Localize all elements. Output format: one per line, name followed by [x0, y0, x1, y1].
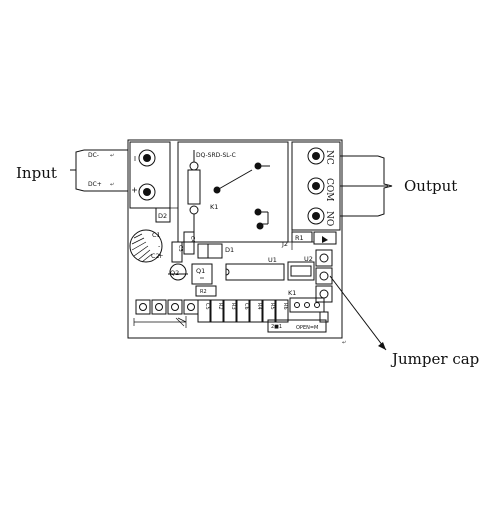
- svg-text:R5: R5: [269, 303, 275, 310]
- svg-text:U1: U1: [268, 256, 277, 264]
- input-terminal-block: [129, 141, 171, 209]
- svg-text:D2: D2: [158, 212, 167, 220]
- svg-text:K1: K1: [288, 289, 296, 297]
- svg-text:C6: C6: [243, 303, 249, 310]
- misc-traces: [170, 207, 314, 250]
- dc-minus-arrow-glyph: ↵: [110, 153, 114, 159]
- jumper-header: [315, 249, 333, 303]
- d2-component: D2: [155, 207, 171, 223]
- svg-text:OPEN=M: OPEN=M: [296, 325, 318, 331]
- relay-model-label: DQ-SRD-SL-C: [196, 152, 236, 159]
- pcb-outline: [127, 139, 343, 339]
- svg-text:C2: C2: [151, 252, 160, 260]
- svg-text:R1: R1: [295, 234, 304, 242]
- pin-com-label: COM: [324, 178, 334, 201]
- r1-component: R1: [291, 231, 313, 243]
- output-label: Output: [404, 177, 457, 195]
- led-component: [313, 231, 337, 245]
- dc-plus-arrow-glyph: ↵: [110, 182, 114, 188]
- svg-text:D1: D1: [225, 246, 234, 254]
- q2-transistor: Q2: [168, 263, 188, 281]
- relay-k1: [177, 141, 289, 243]
- k1-jumper-block: K1 2■1 OPEN=M: [267, 289, 329, 333]
- dc-minus-label: DC-: [88, 152, 99, 159]
- output-brace: [340, 155, 393, 217]
- minus-sign: -: [158, 242, 161, 250]
- jumper-pins-glyph: 2■1: [271, 324, 282, 330]
- input-label: Input: [16, 164, 57, 182]
- jumper-cap-pointer: [329, 275, 387, 351]
- input-brace: [70, 149, 128, 192]
- k1-relay-label: K1: [210, 203, 218, 211]
- j2-label: J2: [281, 240, 288, 248]
- c3-capacitor: C3: [171, 241, 183, 263]
- jumper-cap-label: Jumper cap: [390, 350, 479, 368]
- solder-pads-row: [135, 299, 199, 315]
- pin-nc-label: NC: [324, 150, 334, 165]
- svg-text:R4: R4: [256, 303, 262, 310]
- svg-text:Q1: Q1: [196, 267, 205, 275]
- r2-resistor: R2: [195, 285, 217, 297]
- svg-text:U2: U2: [304, 255, 313, 263]
- c1-capacitor: C1 C2: [129, 229, 163, 263]
- q1-component: Q1: [191, 263, 213, 285]
- svg-text:C5: C5: [204, 303, 210, 310]
- svg-text:Q2: Q2: [170, 269, 179, 277]
- svg-text:R3: R3: [230, 303, 236, 310]
- svg-text:R2: R2: [200, 289, 207, 295]
- d1-diode: D1: [197, 243, 234, 259]
- dc-plus-label: DC+: [88, 181, 102, 188]
- c4-capacitor: C4: [183, 231, 195, 255]
- pcb-corner-glyph: ↵: [342, 340, 346, 346]
- bottom-component-row: C5 R2 R3 C6 R4 R5 R6: [197, 299, 289, 323]
- svg-text:C3: C3: [177, 245, 183, 252]
- output-terminal-block: [291, 141, 341, 231]
- svg-text:R6: R6: [282, 303, 288, 310]
- pin-no-label: NO: [324, 211, 334, 226]
- svg-text:C4: C4: [189, 236, 195, 243]
- antenna-coil: [133, 316, 187, 328]
- svg-text:C1: C1: [152, 231, 161, 239]
- u1-ic: U1: [225, 256, 285, 281]
- u2-component: U2: [287, 255, 315, 281]
- plus-sign: +: [158, 252, 163, 260]
- svg-text:R2: R2: [217, 303, 223, 310]
